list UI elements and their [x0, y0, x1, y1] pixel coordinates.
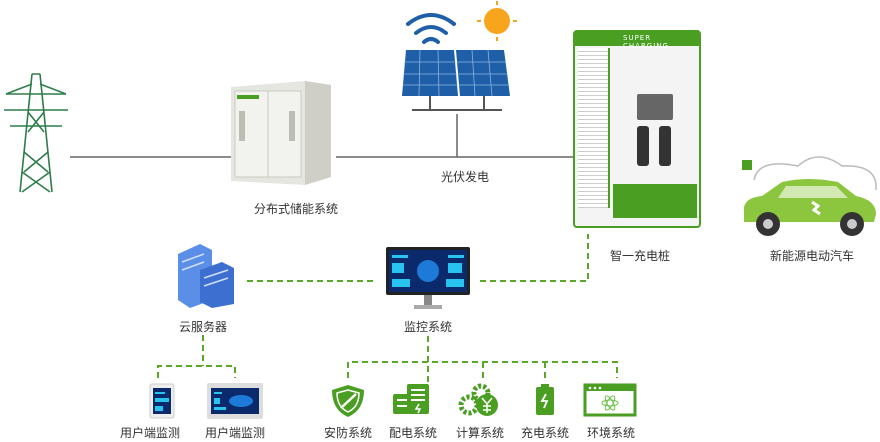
subsystem-label: 安防系统	[323, 426, 373, 440]
power-tower-icon	[4, 73, 68, 193]
subsystem-label: 环境系统	[586, 426, 636, 440]
monitoring-screen-icon	[386, 247, 470, 309]
charger-station: SUPER CHARGING	[573, 30, 701, 228]
battery-icon	[536, 384, 554, 415]
monitor-label: 监控系统	[403, 320, 453, 334]
tablet-icon	[149, 383, 175, 419]
cloud-label: 云服务器	[178, 320, 228, 334]
charging-gun-icon	[659, 126, 671, 166]
storage-cabinet-icon	[231, 81, 331, 185]
solar-panel-icon	[402, 49, 510, 111]
user-device-label: 用户端监测	[119, 426, 181, 440]
charger-label: 智一充电桩	[609, 249, 671, 263]
subsystem-label: 配电系统	[388, 426, 438, 440]
storage-label: 分布式储能系统	[253, 202, 339, 216]
electric-car-icon	[742, 156, 877, 236]
solar-label: 光伏发电	[440, 170, 490, 184]
sun-icon	[477, 1, 517, 41]
power-distribution-icon	[393, 384, 429, 414]
ev-label: 新能源电动汽车	[769, 249, 855, 263]
shield-icon	[332, 385, 364, 417]
cloud-server-icon	[178, 244, 234, 308]
monitor-icon	[207, 383, 263, 419]
charger-brand: SUPER CHARGING	[623, 34, 669, 50]
subsystem-label: 充电系统	[520, 426, 570, 440]
subsystem-label: 计算系统	[455, 426, 505, 440]
charger-screen	[637, 94, 673, 120]
user-device-label: 用户端监测	[204, 426, 266, 440]
gear-coin-icon	[458, 383, 498, 416]
browser-atom-icon	[583, 383, 637, 417]
charging-gun-icon	[637, 126, 649, 166]
wifi-icon	[406, 13, 456, 44]
